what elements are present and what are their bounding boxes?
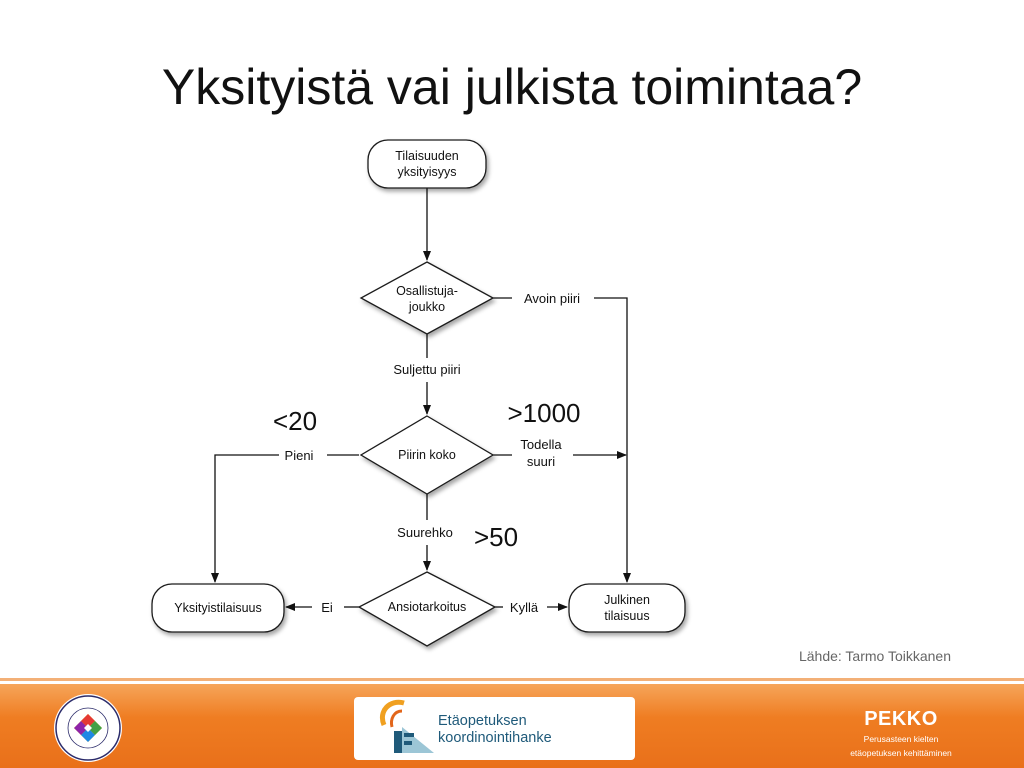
public-event-label-2: tilaisuus	[604, 609, 649, 623]
opetushallitus-logo	[54, 694, 122, 762]
start-label-1: Tilaisuuden	[395, 149, 459, 163]
etaopetus-logo: Etäopetuksen koordinointihanke	[354, 697, 635, 760]
annotation-gt50: >50	[474, 522, 518, 552]
annotation-lt20: <20	[273, 406, 317, 436]
private-event-label: Yksityistilaisuus	[174, 601, 262, 615]
edge-label-avoin: Avoin piiri	[524, 291, 580, 306]
decision-participants: Osallistuja- joukko	[359, 261, 495, 335]
participants-label-1: Osallistuja-	[396, 284, 458, 298]
edge-pieni-b	[211, 454, 279, 583]
pekko-name: PEKKO	[864, 708, 938, 730]
participants-label-2: joukko	[408, 300, 445, 314]
edge-label-pieni: Pieni	[285, 448, 314, 463]
edge-avoin-b	[594, 297, 631, 583]
decision-profit: Ansiotarkoitus	[357, 571, 497, 647]
decision-circle-size: Piirin koko	[359, 415, 495, 495]
etaopetus-caption-2: koordinointihanke	[438, 730, 552, 746]
edge-label-todella-2: suuri	[527, 454, 555, 469]
pekko-logo: PEKKO Perusasteen kielten etäopetuksen k…	[840, 708, 962, 759]
edge-label-suljettu: Suljettu piiri	[393, 362, 460, 377]
footer-divider	[0, 678, 1024, 681]
pekko-subtitle-2: etäopetuksen kehittäminen	[850, 748, 952, 758]
edge-label-todella-1: Todella	[520, 437, 562, 452]
flowchart: Tilaisuuden yksityisyys Osallistuja- jou…	[151, 139, 686, 647]
profit-label: Ansiotarkoitus	[388, 600, 467, 614]
start-node: Tilaisuuden yksityisyys	[367, 139, 487, 189]
edge-label-suurehko: Suurehko	[397, 525, 453, 540]
start-label-2: yksityisyys	[397, 165, 456, 179]
public-event-label-1: Julkinen	[604, 593, 650, 607]
slide-title: Yksityistä vai julkista toimintaa?	[161, 59, 863, 115]
edge-label-ei: Ei	[321, 600, 333, 615]
edge-label-kylla: Kyllä	[510, 600, 539, 615]
pekko-subtitle-1: Perusasteen kielten	[863, 734, 939, 744]
circle-size-label: Piirin koko	[398, 448, 456, 462]
annotation-gt1000: >1000	[507, 398, 580, 428]
private-event-node: Yksityistilaisuus	[151, 583, 285, 633]
source-credit: Lähde: Tarmo Toikkanen	[798, 648, 951, 664]
public-event-node: Julkinen tilaisuus	[568, 583, 686, 633]
etaopetus-caption-1: Etäopetuksen	[438, 713, 527, 729]
connectors	[211, 188, 631, 611]
